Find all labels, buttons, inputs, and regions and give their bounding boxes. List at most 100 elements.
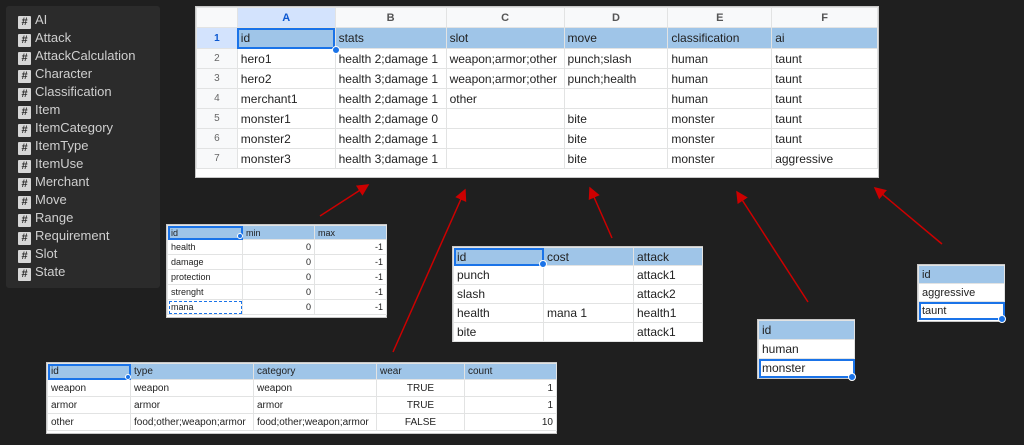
- table-cell[interactable]: taunt: [771, 48, 878, 69]
- table-cell[interactable]: [543, 284, 634, 304]
- table-cell[interactable]: taunt: [771, 108, 878, 129]
- table-cell[interactable]: punch: [453, 265, 544, 285]
- row-number[interactable]: 5: [196, 108, 238, 129]
- cell-e1[interactable]: classification: [667, 27, 773, 49]
- table-cell[interactable]: -1: [314, 269, 387, 285]
- table-cell[interactable]: bite: [563, 148, 669, 169]
- table-cell[interactable]: health 2;damage 1: [334, 88, 447, 109]
- table-cell[interactable]: mana: [167, 299, 243, 315]
- table-cell[interactable]: [445, 128, 565, 149]
- table-cell[interactable]: aggressive: [771, 148, 878, 169]
- table-cell[interactable]: monster2: [236, 128, 336, 149]
- table-cell[interactable]: armor: [130, 396, 254, 414]
- table-header[interactable]: category: [253, 363, 377, 380]
- class-item-itemuse[interactable]: #ItemUse: [18, 155, 83, 173]
- class-item-range[interactable]: #Range: [18, 209, 73, 227]
- column-header-a[interactable]: A: [236, 7, 336, 28]
- table-header[interactable]: id: [453, 247, 544, 266]
- table-cell[interactable]: monster: [758, 358, 855, 378]
- cell-b1[interactable]: stats: [334, 27, 447, 49]
- selection-fill-handle[interactable]: [539, 260, 547, 268]
- class-item-itemcategory[interactable]: #ItemCategory: [18, 119, 113, 137]
- table-cell[interactable]: aggressive: [918, 283, 1005, 302]
- table-cell[interactable]: health 2;damage 1: [334, 128, 447, 149]
- table-cell[interactable]: [543, 265, 634, 285]
- table-cell[interactable]: weapon;armor;other: [445, 48, 565, 69]
- table-cell[interactable]: health 3;damage 1: [334, 148, 447, 169]
- table-cell[interactable]: 0: [242, 284, 315, 300]
- column-header-c[interactable]: C: [445, 7, 565, 28]
- selection-fill-handle[interactable]: [848, 373, 856, 381]
- table-cell[interactable]: slash: [453, 284, 544, 304]
- cell-a1[interactable]: id: [236, 27, 336, 49]
- table-header[interactable]: id: [167, 225, 243, 240]
- table-cell[interactable]: -1: [314, 299, 387, 315]
- row-number[interactable]: 7: [196, 148, 238, 169]
- table-cell[interactable]: TRUE: [376, 396, 465, 414]
- table-cell[interactable]: 0: [242, 299, 315, 315]
- table-cell[interactable]: bite: [563, 128, 669, 149]
- selection-fill-handle[interactable]: [125, 374, 131, 380]
- table-header[interactable]: max: [314, 225, 387, 240]
- table-cell[interactable]: damage: [167, 254, 243, 270]
- class-item-character[interactable]: #Character: [18, 65, 92, 83]
- table-cell[interactable]: armor: [253, 396, 377, 414]
- table-cell[interactable]: health: [453, 303, 544, 323]
- table-cell[interactable]: monster1: [236, 108, 336, 129]
- column-header-b[interactable]: B: [334, 7, 447, 28]
- class-item-move[interactable]: #Move: [18, 191, 67, 209]
- table-cell[interactable]: human: [667, 88, 773, 109]
- table-cell[interactable]: 0: [242, 254, 315, 270]
- table-cell[interactable]: punch;health: [563, 68, 669, 89]
- column-header-f[interactable]: F: [771, 7, 878, 28]
- select-all-corner[interactable]: [196, 7, 238, 28]
- table-cell[interactable]: health 2;damage 0: [334, 108, 447, 129]
- table-cell[interactable]: human: [667, 68, 773, 89]
- class-item-merchant[interactable]: #Merchant: [18, 173, 89, 191]
- class-item-ai[interactable]: #AI: [18, 11, 47, 29]
- table-cell[interactable]: taunt: [771, 68, 878, 89]
- table-cell[interactable]: strenght: [167, 284, 243, 300]
- cell-f1[interactable]: ai: [771, 27, 878, 49]
- table-cell[interactable]: taunt: [771, 128, 878, 149]
- table-cell[interactable]: human: [667, 48, 773, 69]
- column-header-d[interactable]: D: [563, 7, 669, 28]
- table-cell[interactable]: -1: [314, 239, 387, 255]
- table-cell[interactable]: attack1: [633, 322, 703, 342]
- table-cell[interactable]: [543, 322, 634, 342]
- table-cell[interactable]: attack1: [633, 265, 703, 285]
- table-cell[interactable]: mana 1: [543, 303, 634, 323]
- table-cell[interactable]: bite: [563, 108, 669, 129]
- row-number[interactable]: 1: [196, 27, 238, 49]
- row-number[interactable]: 4: [196, 88, 238, 109]
- table-cell[interactable]: monster: [667, 108, 773, 129]
- table-cell[interactable]: armor: [47, 396, 131, 414]
- row-number[interactable]: 2: [196, 48, 238, 69]
- class-item-item[interactable]: #Item: [18, 101, 60, 119]
- table-header[interactable]: wear: [376, 363, 465, 380]
- table-cell[interactable]: hero2: [236, 68, 336, 89]
- row-number[interactable]: 6: [196, 128, 238, 149]
- table-header[interactable]: id: [918, 265, 1005, 284]
- column-header-e[interactable]: E: [667, 7, 773, 28]
- table-cell[interactable]: monster: [667, 148, 773, 169]
- class-item-classification[interactable]: #Classification: [18, 83, 112, 101]
- table-cell[interactable]: punch;slash: [563, 48, 669, 69]
- selection-fill-handle[interactable]: [332, 46, 340, 54]
- table-cell[interactable]: human: [758, 339, 855, 359]
- table-cell[interactable]: 0: [242, 239, 315, 255]
- class-item-slot[interactable]: #Slot: [18, 245, 57, 263]
- table-cell[interactable]: food;other;weapon;armor: [253, 413, 377, 431]
- table-cell[interactable]: weapon;armor;other: [445, 68, 565, 89]
- table-cell[interactable]: 1: [464, 379, 557, 397]
- table-cell[interactable]: [445, 108, 565, 129]
- table-cell[interactable]: bite: [453, 322, 544, 342]
- table-cell[interactable]: -1: [314, 284, 387, 300]
- table-cell[interactable]: protection: [167, 269, 243, 285]
- class-item-attack[interactable]: #Attack: [18, 29, 71, 47]
- table-cell[interactable]: 1: [464, 396, 557, 414]
- table-header[interactable]: attack: [633, 247, 703, 266]
- cell-c1[interactable]: slot: [445, 27, 565, 49]
- table-cell[interactable]: 0: [242, 269, 315, 285]
- table-cell[interactable]: taunt: [918, 301, 1005, 320]
